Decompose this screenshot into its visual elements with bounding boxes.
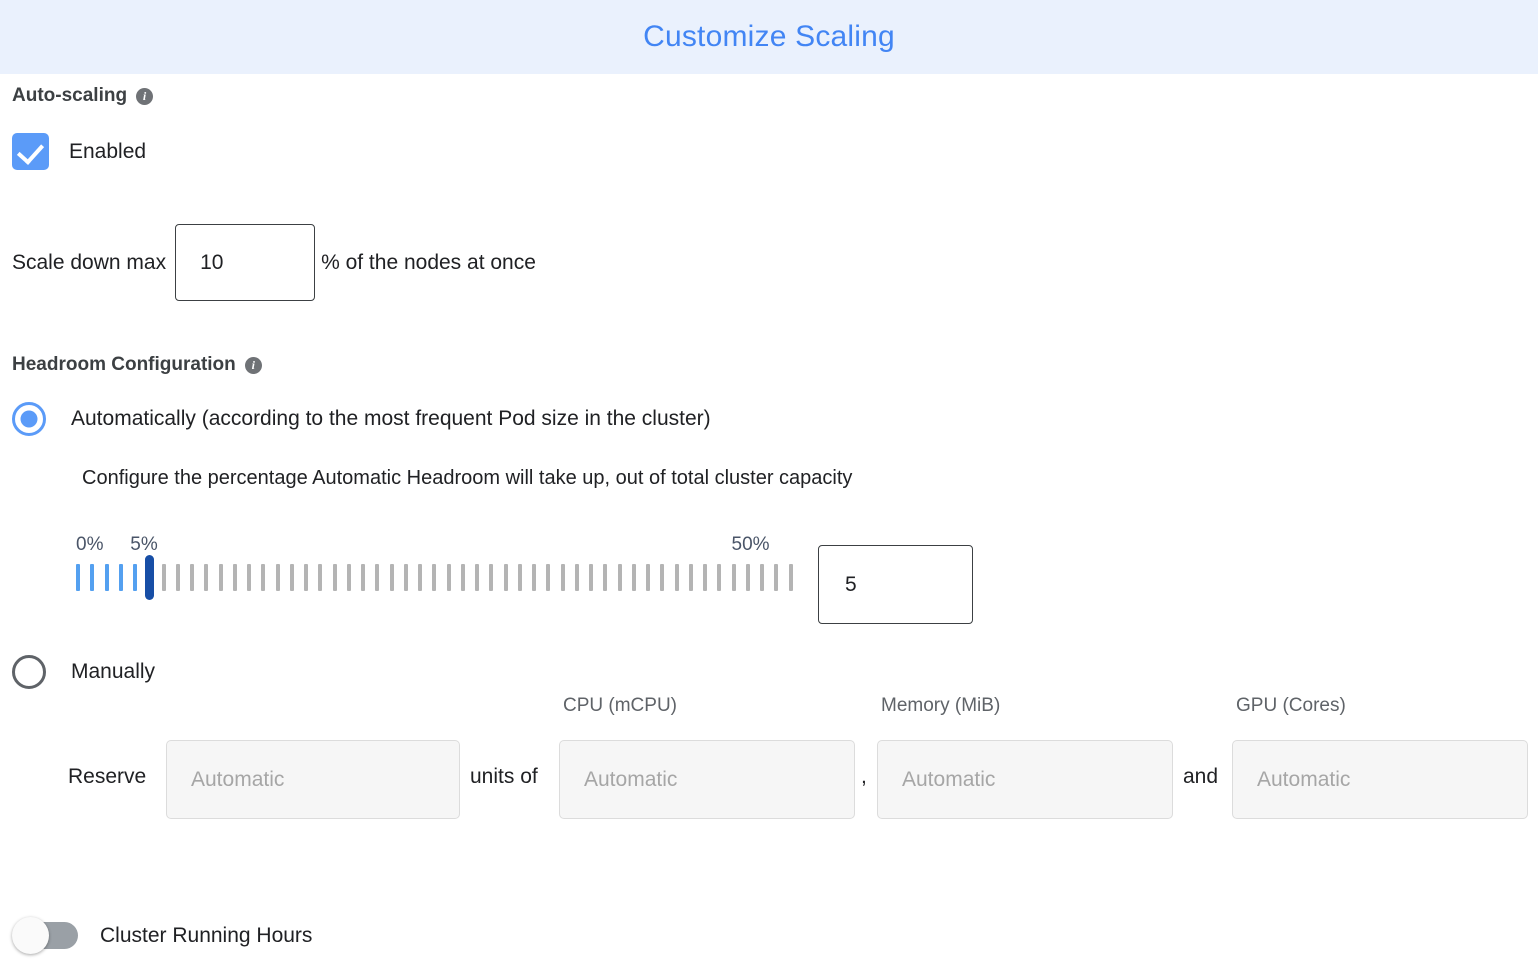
slider-tick[interactable] (460, 564, 465, 591)
slider-tick[interactable] (432, 564, 437, 591)
auto-scaling-heading: Auto-scaling i (12, 85, 154, 107)
headroom-description: Configure the percentage Automatic Headr… (82, 467, 853, 489)
slider-tick[interactable] (418, 564, 422, 591)
slider-tick[interactable] (161, 564, 166, 591)
gpu-field-header: GPU (Cores) (1236, 695, 1346, 716)
info-icon[interactable]: i (136, 87, 154, 105)
slider-tick[interactable] (204, 564, 209, 591)
slider-tick[interactable] (247, 564, 251, 591)
scale-down-max-suffix: % of the nodes at once (321, 250, 536, 274)
radio-automatic-label: Automatically (according to the most fre… (71, 407, 711, 430)
slider-tick[interactable] (403, 564, 408, 591)
slider-tick[interactable] (90, 564, 95, 591)
units-of-label: units of (470, 765, 538, 788)
slider-tick[interactable] (375, 564, 380, 591)
headroom-option-automatic-row[interactable]: Automatically (according to the most fre… (12, 402, 711, 436)
cluster-running-hours-row[interactable]: Cluster Running Hours (12, 917, 313, 954)
slider-tick[interactable] (133, 564, 137, 591)
slider-tick[interactable] (275, 564, 280, 591)
reserve-cpu-input[interactable] (559, 740, 855, 819)
slider-tick[interactable] (475, 564, 479, 591)
slider-tick[interactable] (361, 564, 365, 591)
slider-tick[interactable] (760, 564, 764, 591)
headroom-label: Headroom Configuration (12, 354, 236, 375)
cluster-running-hours-toggle[interactable] (12, 917, 78, 954)
headroom-heading: Headroom Configuration i (12, 354, 711, 376)
slider-tick[interactable] (631, 564, 636, 591)
slider-min-label: 0% (76, 534, 104, 555)
reserve-units-input[interactable] (166, 740, 460, 819)
slider-thumb[interactable] (145, 555, 155, 600)
scale-down-max-row: Scale down max % of the nodes at once (12, 224, 536, 301)
radio-manually-label: Manually (71, 660, 156, 683)
slider-tick[interactable] (218, 564, 223, 591)
headroom-percentage-input[interactable] (818, 545, 973, 624)
slider-max-label: 50% (731, 534, 770, 555)
slider-tick[interactable] (346, 564, 351, 591)
slider-tick[interactable] (589, 564, 593, 591)
slider-tick[interactable] (76, 564, 80, 591)
toggle-knob (12, 917, 49, 954)
slider-tick[interactable] (617, 564, 622, 591)
scale-down-max-label: Scale down max (12, 250, 167, 274)
slider-tick[interactable] (574, 564, 579, 591)
auto-scaling-section: Auto-scaling i Enabled (12, 85, 154, 170)
auto-scaling-label: Auto-scaling (12, 85, 128, 106)
slider-tick[interactable] (646, 564, 650, 591)
slider-tick[interactable] (190, 564, 194, 591)
slider-tick[interactable] (118, 564, 123, 591)
slider-tick[interactable] (788, 564, 793, 591)
slider-tick[interactable] (304, 564, 308, 591)
enabled-checkbox[interactable] (12, 133, 49, 170)
slider-tick[interactable] (532, 564, 536, 591)
reserve-input-line: Reserve units of , and (0, 740, 1538, 819)
cpu-field-header: CPU (mCPU) (563, 695, 677, 716)
slider-tick[interactable] (104, 564, 109, 591)
info-icon[interactable]: i (244, 356, 262, 374)
headroom-percentage-slider[interactable]: 0% 5% 50% (76, 534, 806, 600)
cluster-running-hours-label: Cluster Running Hours (100, 923, 313, 947)
slider-tick[interactable] (674, 564, 679, 591)
slider-tick[interactable] (603, 564, 608, 591)
slider-tick[interactable] (318, 564, 323, 591)
slider-tick[interactable] (503, 564, 508, 591)
slider-tick[interactable] (688, 564, 693, 591)
slider-tick[interactable] (489, 564, 494, 591)
reserve-gpu-input[interactable] (1232, 740, 1528, 819)
memory-field-header: Memory (MiB) (881, 695, 1001, 716)
radio-automatic[interactable] (12, 402, 46, 436)
slider-tick[interactable] (774, 564, 779, 591)
and-separator: and (1183, 765, 1219, 788)
slider-current-label: 5% (130, 534, 158, 555)
slider-tick[interactable] (745, 564, 750, 591)
headroom-option-manually-row[interactable]: Manually (12, 655, 155, 689)
auto-scaling-enabled-row[interactable]: Enabled (12, 133, 153, 170)
slider-tick[interactable] (546, 564, 551, 591)
dialog-header: Customize Scaling (0, 0, 1538, 74)
reserve-memory-input[interactable] (877, 740, 1173, 819)
comma-separator: , (861, 765, 867, 788)
slider-tick[interactable] (232, 564, 237, 591)
slider-tick[interactable] (389, 564, 394, 591)
headroom-configuration-section: Headroom Configuration i Automatically (… (12, 354, 852, 489)
slider-tick[interactable] (660, 564, 665, 591)
slider-tick[interactable] (289, 564, 294, 591)
slider-track[interactable] (76, 555, 806, 600)
slider-tick[interactable] (332, 564, 337, 591)
reserve-label: Reserve (68, 765, 147, 788)
slider-tick[interactable] (703, 564, 707, 591)
scale-down-max-input[interactable] (175, 224, 316, 301)
slider-tick[interactable] (560, 564, 565, 591)
radio-manually[interactable] (12, 655, 46, 689)
slider-tick[interactable] (717, 564, 722, 591)
slider-tick[interactable] (731, 564, 736, 591)
slider-tick[interactable] (175, 564, 180, 591)
enabled-checkbox-label: Enabled (69, 139, 147, 163)
slider-tick[interactable] (517, 564, 522, 591)
slider-tick[interactable] (446, 564, 451, 591)
slider-tick[interactable] (261, 564, 266, 591)
page-title: Customize Scaling (643, 20, 895, 53)
